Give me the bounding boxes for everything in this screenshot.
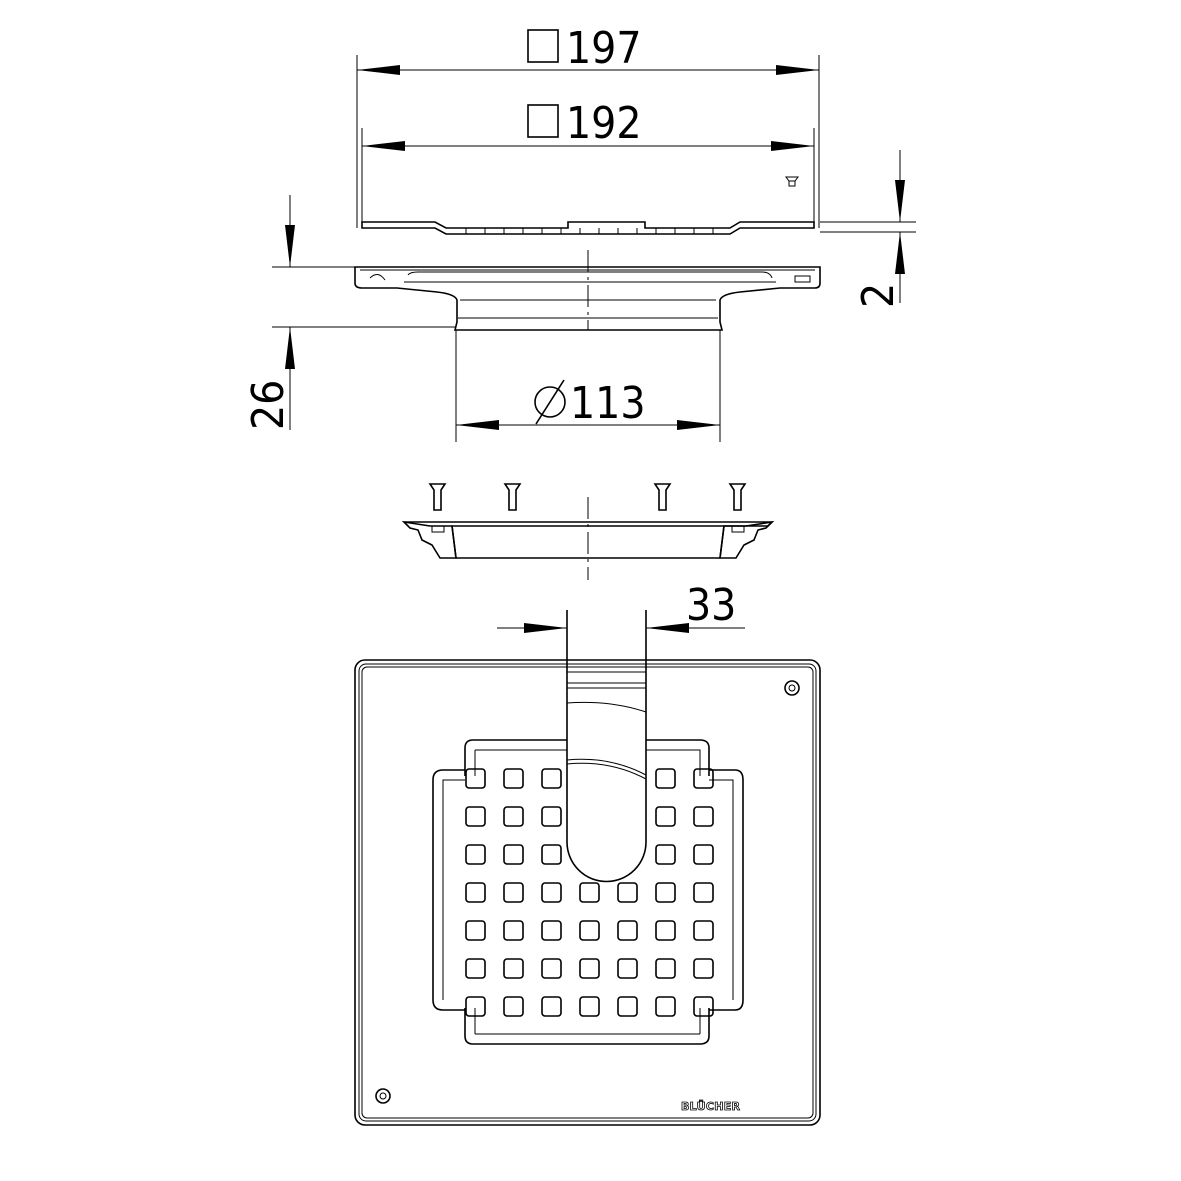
grate-hole: [503, 768, 524, 789]
grate-hole: [541, 882, 562, 903]
dimension-192: 192: [361, 98, 815, 225]
grate-hole: [655, 920, 676, 941]
dimension-label-197: 197: [566, 23, 642, 74]
screw-icon: [784, 680, 800, 696]
grate-holes: [465, 768, 714, 1017]
grate-hole: [541, 844, 562, 865]
grate-hole: [541, 806, 562, 827]
grate-hole: [541, 996, 562, 1017]
grate-hole: [655, 844, 676, 865]
grate-hole: [655, 882, 676, 903]
grate-hole: [655, 958, 676, 979]
plan-view: BLÜCHER: [354, 610, 821, 1126]
grate-hole: [655, 996, 676, 1017]
diameter-symbol: [534, 379, 566, 425]
grate-hole: [541, 768, 562, 789]
grate-hole: [579, 996, 600, 1017]
grate-hole: [503, 806, 524, 827]
slot: [566, 610, 647, 883]
grate-hole: [617, 882, 638, 903]
grate-hole: [503, 996, 524, 1017]
adapter-ring-section: [401, 520, 775, 559]
screw-icon: [728, 483, 747, 511]
grate-hole: [465, 768, 486, 789]
grate-hole: [465, 958, 486, 979]
grate-hole: [503, 882, 524, 903]
screw-icon: [375, 1088, 391, 1104]
dimension-2: 2: [820, 150, 916, 308]
grate-hole: [693, 806, 714, 827]
grate-hole: [693, 768, 714, 789]
grate-hole: [503, 958, 524, 979]
square-symbol: [527, 104, 559, 138]
dimension-label-113: 113: [570, 378, 646, 429]
dimension-33: 33: [497, 580, 745, 660]
grate-hole: [465, 920, 486, 941]
brand-logo: BLÜCHER: [681, 1099, 741, 1113]
screw-icon: [653, 483, 672, 511]
dimension-label-26: 26: [243, 380, 294, 430]
dimension-113: 113: [455, 330, 721, 442]
dimension-label-192: 192: [566, 98, 642, 149]
grate-hole: [579, 920, 600, 941]
grate-hole: [465, 996, 486, 1017]
grate-section: [361, 176, 815, 235]
grate-hole: [693, 920, 714, 941]
dimension-label-33: 33: [686, 580, 736, 631]
grate-hole: [579, 958, 600, 979]
grate-hole: [503, 844, 524, 865]
dimension-26: 26: [243, 195, 456, 430]
screw-icon: [428, 483, 447, 511]
grate-hole: [617, 920, 638, 941]
grate-hole: [465, 844, 486, 865]
grate-hole: [541, 958, 562, 979]
grate-hole: [503, 920, 524, 941]
screw-symbol: [785, 176, 799, 187]
screws: [428, 483, 747, 511]
grate-hole: [617, 996, 638, 1017]
grate-hole: [693, 996, 714, 1017]
dimension-label-2: 2: [853, 283, 904, 308]
grate-hole: [541, 920, 562, 941]
dimension-197: 197: [356, 23, 820, 228]
screw-icon: [503, 483, 522, 511]
grate-hole: [617, 958, 638, 979]
grate-hole: [465, 882, 486, 903]
grate-hole: [693, 882, 714, 903]
grate-hole: [655, 768, 676, 789]
grate-hole: [465, 806, 486, 827]
grate-hole: [693, 844, 714, 865]
grate-hole: [655, 806, 676, 827]
grate-hole: [579, 882, 600, 903]
grate-hole: [693, 958, 714, 979]
square-symbol: [527, 29, 559, 63]
